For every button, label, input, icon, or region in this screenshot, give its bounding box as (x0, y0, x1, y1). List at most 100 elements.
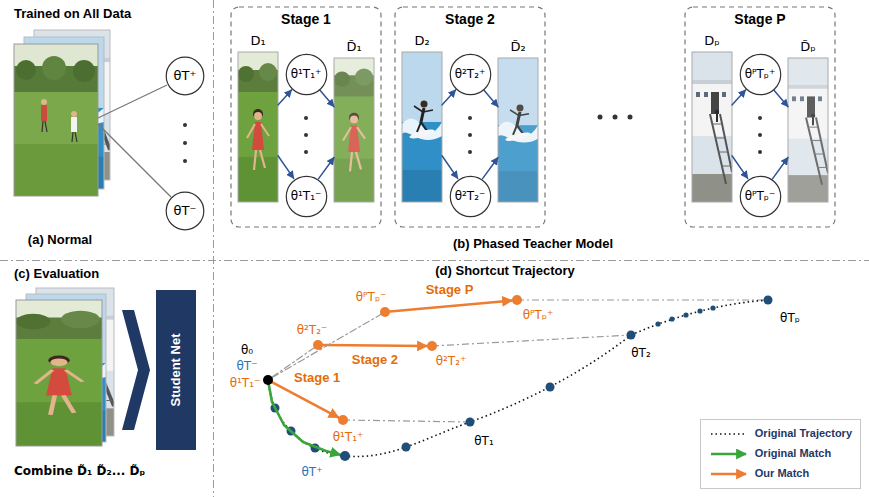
teacher-circle: θT⁻ (165, 191, 205, 231)
figure-part (14, 44, 98, 196)
figure-part (758, 150, 762, 154)
panel-title: Trained on All Data (14, 6, 131, 22)
trajectory-label: θT₁ (474, 434, 493, 448)
figure-part (183, 159, 187, 163)
circle-shape (286, 54, 326, 94)
parameter-label: θ¹T₁⁻ (291, 189, 322, 203)
point-label: θ₀ (240, 343, 254, 357)
connector (442, 90, 456, 105)
stage-border (231, 7, 381, 227)
point-label: θᴾTₚ⁺ (522, 308, 555, 322)
point-label: θ²T₂⁺ (435, 354, 468, 368)
panel-caption: (c) Evaluation (14, 266, 99, 282)
legend-sample (709, 428, 749, 440)
figure-part (692, 52, 732, 202)
point-marker (427, 341, 437, 351)
connector (272, 315, 380, 378)
trajectory-point: θ¹T₁⁺ (338, 415, 348, 425)
circle-shape (740, 54, 780, 94)
figure-part (238, 52, 278, 202)
connector (319, 158, 334, 179)
parameter-label: θ²T₂⁺ (455, 67, 486, 81)
connector (278, 90, 292, 105)
stage-box: Stage 2D₂θ²T₂⁺θ²T₂⁻D̃₂ (394, 6, 546, 228)
figure-part (304, 150, 308, 154)
panel-caption: (a) Normal (28, 232, 92, 248)
figure-part (655, 321, 660, 326)
edge-label: Stage 2 (350, 352, 400, 368)
trajectory-label: θT₂ (631, 346, 650, 360)
connector (323, 345, 427, 346)
parameter-label: θ¹T₁⁺ (291, 67, 322, 81)
legend-sample (709, 448, 749, 460)
figure-part (271, 296, 773, 453)
dataset-label: D̃ₚ (800, 39, 816, 55)
chevron-arrow (122, 310, 150, 430)
figure-part (304, 116, 308, 120)
point-label: θT⁺ (301, 465, 324, 479)
figure-part (788, 58, 828, 202)
figure-part (498, 58, 538, 202)
circle-shape (450, 176, 490, 216)
figure-part (268, 335, 631, 457)
trajectory-point: θ²T₂⁺ (427, 341, 437, 351)
connector (732, 90, 746, 105)
dataset-image: D₁ (238, 52, 278, 202)
training-image-stack (14, 30, 110, 196)
teacher-circle: θ¹T₁⁺ (285, 53, 328, 96)
original-trajectory (268, 296, 773, 457)
teacher-circle: θᴾTₚ⁻ (739, 175, 782, 218)
parameter-label: θᴾTₚ⁻ (745, 189, 776, 203)
connector (773, 158, 788, 179)
figure-part (16, 300, 102, 446)
figure-part (14, 44, 98, 196)
figure-part (710, 305, 715, 310)
legend-sample-line (711, 473, 746, 475)
trajectory-point: θT⁺ (340, 451, 350, 461)
point-marker (340, 451, 350, 461)
point-label: θT⁻ (236, 359, 259, 373)
teacher-circle: θT⁺ (165, 56, 205, 96)
figure-part (402, 443, 411, 452)
figure-part (334, 58, 374, 202)
legend-sample (709, 468, 749, 480)
panel-caption: (d) Shortcut Trajectory (435, 263, 574, 279)
point-dot (512, 295, 522, 305)
trajectory-point: θᴾTₚ⁻ (380, 307, 390, 317)
figure-part (697, 308, 702, 313)
parameter-label: θ²T₂⁻ (455, 189, 486, 203)
figure-part (468, 150, 472, 154)
legend-sample-line (711, 433, 746, 435)
point-dot (313, 340, 323, 350)
figure-part (758, 133, 762, 137)
trajectory-point: θᴾTₚ⁺ (512, 295, 522, 305)
legend-box: Original TrajectoryOriginal MatchOur Mat… (700, 419, 861, 489)
figure-part (758, 116, 762, 120)
dataset-label: Dₚ (704, 33, 720, 49)
stage-title: Stage 2 (445, 11, 495, 28)
trajectory-label: θTₚ (780, 311, 800, 325)
figure-part (16, 300, 102, 446)
figure-part (334, 58, 374, 202)
point-dot (380, 307, 390, 317)
teacher-circle: θᴾTₚ⁺ (739, 53, 782, 96)
stage-box: Stage PDₚθᴾTₚ⁺θᴾTₚ⁻D̃ₚ (684, 6, 836, 228)
stage-border (395, 7, 545, 227)
figure-part (213, 0, 214, 497)
stage-images (238, 52, 828, 202)
student-net-box: Student Net (156, 290, 196, 450)
connector (278, 156, 294, 179)
teacher-circle: θ²T₂⁺ (449, 53, 492, 96)
figure-part (517, 299, 768, 300)
parameter-label: θT⁻ (174, 203, 197, 219)
legend-row: Our Match (709, 464, 852, 484)
figure-part (432, 335, 631, 346)
edge-label: Stage P (424, 282, 476, 298)
net-label: Student Net (168, 334, 184, 407)
figure-part (402, 52, 442, 202)
dataset-image: Dₚ (692, 52, 732, 202)
point-marker (263, 375, 273, 385)
figure-part (98, 124, 171, 197)
